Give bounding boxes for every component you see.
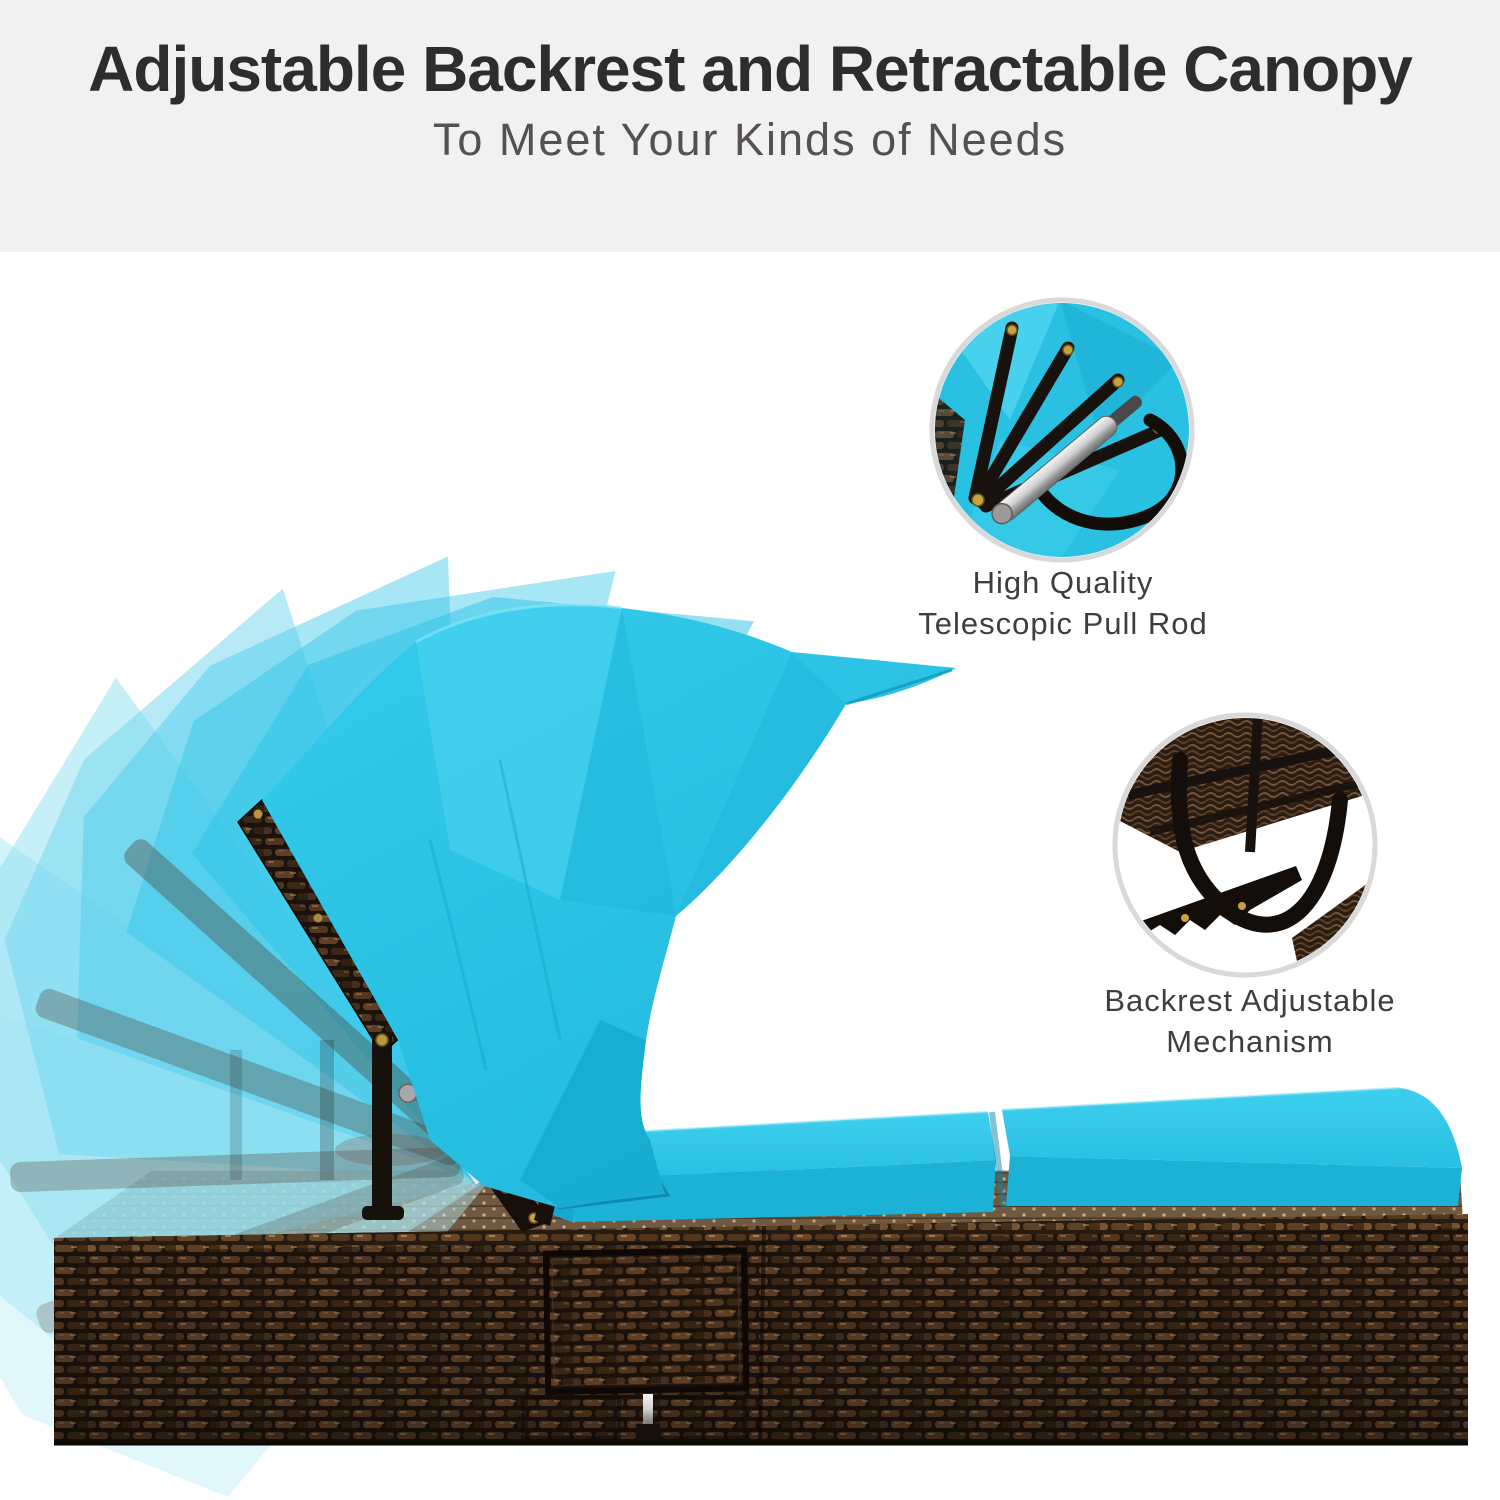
base-seam xyxy=(758,1225,766,1445)
seat-cushion-left-top xyxy=(560,1112,996,1180)
hatch-latch xyxy=(636,1394,660,1440)
header-band: Adjustable Backrest and Retractable Cano… xyxy=(0,0,1500,252)
page-title: Adjustable Backrest and Retractable Cano… xyxy=(88,33,1413,105)
canopy-motion-ghosts xyxy=(0,498,857,1500)
wicker-lounge-base xyxy=(54,1214,1468,1446)
callout-circle-backrest-mechanism xyxy=(1112,712,1378,978)
callout-circle-telescopic-pull-rod xyxy=(929,297,1195,563)
support-post xyxy=(372,1036,392,1212)
page-subtitle: To Meet Your Kinds of Needs xyxy=(432,114,1068,165)
callout-label-line: Backrest Adjustable xyxy=(1104,983,1396,1018)
seat-cushions xyxy=(546,1086,1462,1222)
seat-cushion-left-front xyxy=(572,1160,996,1222)
callout-label-line: Telescopic Pull Rod xyxy=(918,606,1208,641)
callout-label-backrest-mechanism: Backrest Adjustable Mechanism xyxy=(1030,980,1470,1062)
seat-cushion-right-front xyxy=(1006,1156,1462,1206)
pull-handle-loop xyxy=(1033,413,1189,531)
canopy xyxy=(262,603,956,1208)
ratchet-notch-bar xyxy=(1130,866,1302,940)
telescopic-rod-closeup xyxy=(991,395,1143,525)
callout-label-line: Mechanism xyxy=(1166,1024,1334,1059)
seat-cushion-right-top xyxy=(1002,1088,1462,1168)
callout-label-line: High Quality xyxy=(972,565,1154,600)
storage-hatch-panel xyxy=(542,1247,750,1395)
callout-label-telescopic-pull-rod: High Quality Telescopic Pull Rod xyxy=(848,562,1278,644)
cushion-seam xyxy=(989,1111,1007,1209)
